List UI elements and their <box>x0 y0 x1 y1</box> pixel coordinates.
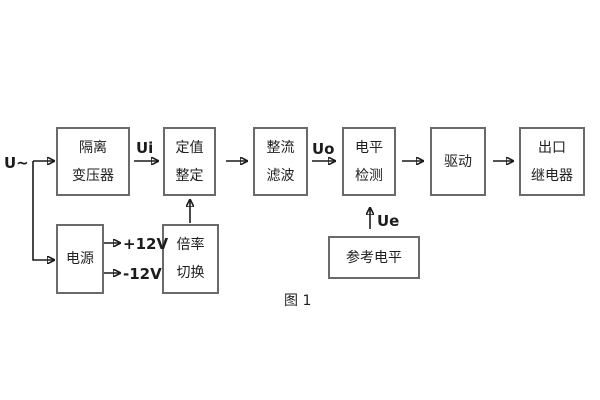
label-ue: Ue <box>377 212 400 230</box>
block-level-detection: 电平 检测 <box>342 127 396 196</box>
block-rectifier-filter: 整流 滤波 <box>253 127 308 196</box>
label-u-input: U~ <box>4 154 29 172</box>
block-label: 滤波 <box>266 167 295 184</box>
label-uo: Uo <box>312 140 335 158</box>
figure-caption: 图 1 <box>284 293 312 309</box>
block-label: 参考电平 <box>346 249 402 266</box>
block-reference-level: 参考电平 <box>328 236 420 279</box>
block-isolation-transformer: 隔离 变压器 <box>56 127 130 196</box>
block-label: 切换 <box>176 265 205 281</box>
block-label: 电源 <box>66 251 94 267</box>
block-label: 检测 <box>355 167 383 184</box>
block-output-relay: 出口 继电器 <box>519 127 585 196</box>
block-label: 驱动 <box>444 153 472 170</box>
block-label: 倍率 <box>176 237 205 253</box>
label-minus-12v: -12V <box>123 265 162 283</box>
block-label: 继电器 <box>531 167 573 184</box>
block-label: 定值 <box>175 139 204 156</box>
label-plus-12v: +12V <box>123 235 169 253</box>
block-label: 电平 <box>355 139 383 156</box>
block-drive: 驱动 <box>430 127 486 196</box>
block-label: 出口 <box>538 139 566 156</box>
block-label: 整定 <box>175 167 204 184</box>
block-label: 隔离 <box>79 139 107 156</box>
label-ui: Ui <box>136 139 154 157</box>
block-setting-adjustment: 定值 整定 <box>163 127 216 196</box>
connector-input-to-power <box>32 161 55 260</box>
block-power-supply: 电源 <box>56 224 104 294</box>
block-ratio-switch: 倍率 切换 <box>162 224 219 294</box>
block-label: 整流 <box>266 139 295 156</box>
block-label: 变压器 <box>72 167 114 184</box>
